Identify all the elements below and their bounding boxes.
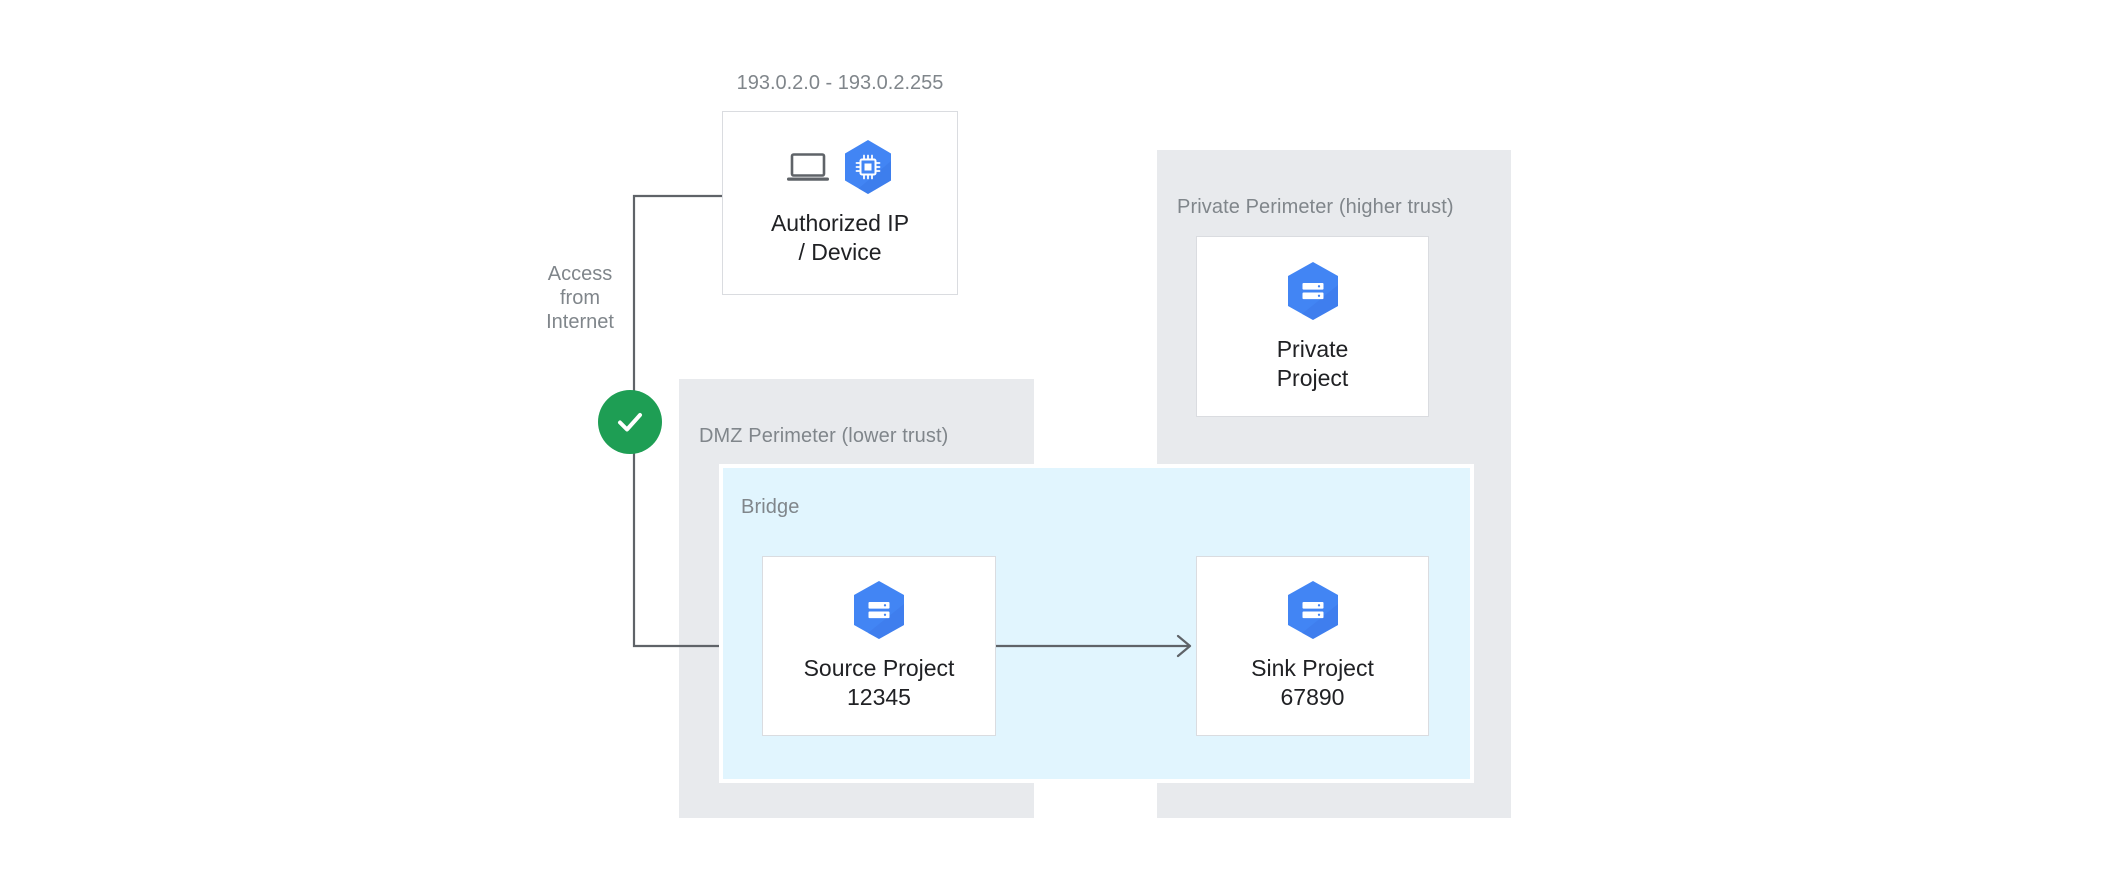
access-from-internet-label: Access from Internet (546, 263, 614, 333)
authorized-device-label: Authorized IP / Device (770, 210, 910, 265)
chip-hexagon-icon (843, 139, 893, 195)
source-project-label: Source Project 12345 (803, 655, 955, 710)
source-project-icons (852, 580, 906, 640)
node-source-project[interactable]: Source Project 12345 (762, 556, 996, 736)
project-hexagon-icon (1286, 580, 1340, 640)
bridge-label: Bridge (741, 496, 800, 518)
authorized-device-icons (787, 139, 893, 195)
node-authorized-device[interactable]: Authorized IP / Device (722, 111, 958, 295)
project-hexagon-icon (1286, 261, 1340, 321)
sink-project-label: Sink Project 67890 (1251, 655, 1374, 710)
node-sink-project[interactable]: Sink Project 67890 (1196, 556, 1429, 736)
sink-project-icons (1286, 580, 1340, 640)
dmz-perimeter-label: DMZ Perimeter (lower trust) (699, 425, 949, 447)
node-private-project[interactable]: Private Project (1196, 236, 1429, 417)
private-perimeter-label: Private Perimeter (higher trust) (1177, 196, 1454, 218)
ip-range-label: 193.0.2.0 - 193.0.2.255 (736, 72, 944, 94)
laptop-icon (787, 151, 829, 183)
project-hexagon-icon (852, 580, 906, 640)
private-project-label: Private Project (1276, 335, 1349, 391)
access-allowed-check-icon (598, 390, 662, 454)
private-project-icons (1286, 261, 1340, 321)
